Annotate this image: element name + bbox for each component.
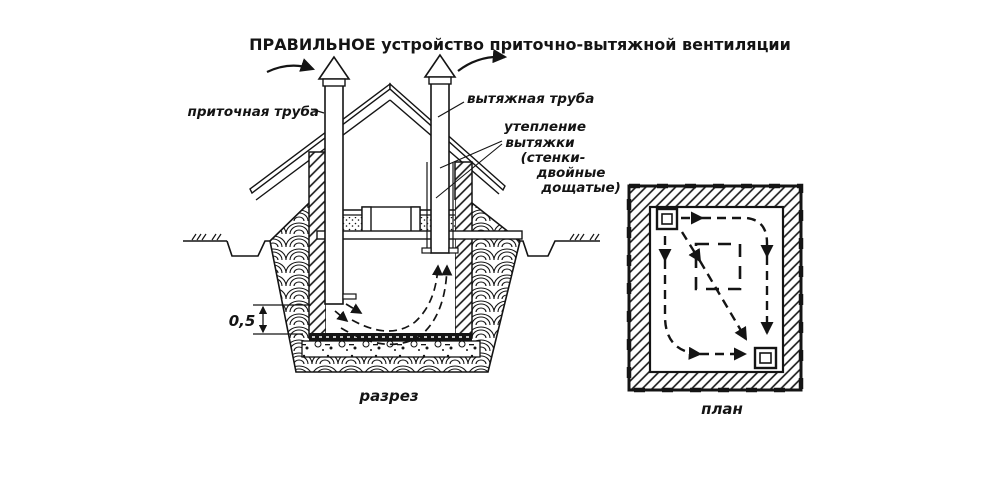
ceiling-board [316,230,523,240]
insulation-label: утепление вытяжки (стенки- двойные дощат… [435,119,621,199]
airflow-arrows [334,264,453,346]
left-wall [308,151,327,339]
ground-hatch-ticks [191,233,600,241]
ground-line [183,240,600,257]
supply-pipe [317,55,357,305]
cross-section-view: 0,5 приточная труба вытяжная труба утепл… [183,48,621,405]
supply-pipe-label: приточная труба [188,104,319,120]
floor-structure [301,333,481,358]
plan-supply-opening [655,207,679,231]
svg-text:дощатые): дощатые) [540,180,621,196]
plan-wall-studs [626,183,804,393]
svg-text:двойные: двойные [536,165,606,181]
svg-text:(стенки-: (стенки- [521,150,586,166]
air-in-arrow [266,58,316,73]
plan-caption: план [701,400,743,418]
air-out-arrow [457,48,508,72]
dimension-05: 0,5 [229,304,311,335]
svg-text:утепление: утепление [504,119,586,135]
plan-hatch-opening [694,242,742,291]
section-labels: приточная труба вытяжная труба утепление… [188,91,621,199]
gravel-layer [301,340,481,358]
section-caption: разрез [358,387,418,405]
plan-airflow-arrows [658,211,774,361]
plan-exhaust-opening [753,346,778,370]
svg-text:вытяжки: вытяжки [505,135,575,151]
plan-view: план [626,183,804,418]
exhaust-pipe-label: вытяжная труба [467,91,594,107]
dimension-label: 0,5 [229,312,256,330]
diagram-title: ПРАВИЛЬНОЕ устройство приточно-вытяжной … [249,35,791,54]
